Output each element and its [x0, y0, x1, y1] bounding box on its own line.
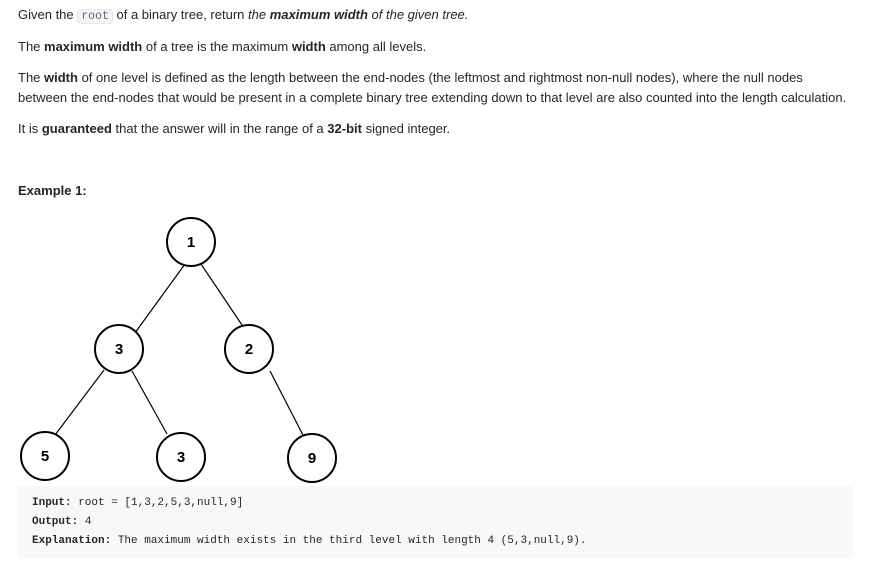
example-output-line: Output: 4 [32, 516, 92, 528]
tree-edge [269, 370, 306, 440]
tree-edge [131, 370, 168, 435]
example-heading: Example 1: [18, 183, 87, 198]
tree-edge [200, 263, 245, 329]
problem-paragraph-3: The width of one level is defined as the… [18, 70, 847, 105]
tree-node: 3 [94, 324, 144, 374]
problem-paragraph-4: It is guaranteed that the answer will in… [18, 121, 451, 136]
tree-node: 2 [224, 324, 274, 374]
tree-node: 9 [287, 433, 337, 483]
inline-code-root: root [77, 9, 113, 24]
tree-edge [131, 263, 186, 338]
tree-edge [54, 369, 105, 436]
tree-node: 5 [20, 431, 70, 481]
binary-tree-diagram: 1 3 2 5 3 9 [18, 200, 858, 490]
tree-edges [54, 263, 306, 440]
tree-node: 3 [156, 432, 206, 482]
tree-node: 1 [166, 217, 216, 267]
problem-paragraph-1: Given the root of a binary tree, return … [18, 7, 469, 24]
example-code-block: Input: root = [1,3,2,5,3,null,9] Output:… [18, 486, 853, 558]
problem-paragraph-2: The maximum width of a tree is the maxim… [18, 39, 427, 54]
example-input-line: Input: root = [1,3,2,5,3,null,9] [32, 497, 244, 509]
example-explanation-line: Explanation: The maximum width exists in… [32, 535, 587, 547]
